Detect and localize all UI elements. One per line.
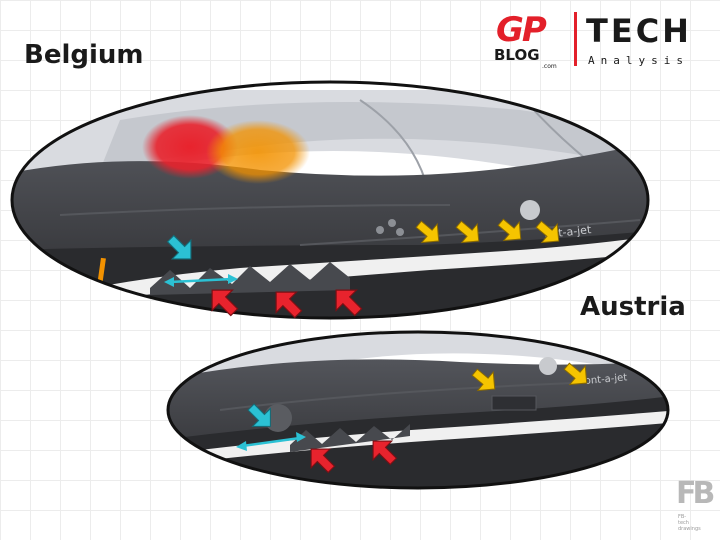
heat-spot-orange [206,120,310,184]
belgium-label: Belgium [24,40,144,70]
analysis-logo-text: Analysis [588,54,689,67]
width-dimension-line [164,274,238,287]
belgium-detail-view: ont-a-jet [10,80,650,325]
com-logo-text: .com [542,63,557,70]
austria-detail-view: ont-a-jet [166,330,670,490]
width-dimension-line [236,432,306,451]
gpblog-logo: GP BLOG .com [492,10,568,72]
gp-logo-text: GP [496,10,547,50]
gpblog-tech-logo: GP BLOG .com TECH Analysis [492,10,714,72]
watermark-initials: FB [676,476,715,511]
artist-watermark: FB FB-tech drawings [676,476,716,532]
tech-logo-text: TECH [586,12,692,50]
austria-label: Austria [580,292,686,322]
logo-divider [574,12,577,66]
blog-logo-text: BLOG [494,46,540,64]
sponsor-text-bottom: ont-a-jet [584,372,627,387]
watermark-caption: FB-tech drawings [678,514,701,532]
